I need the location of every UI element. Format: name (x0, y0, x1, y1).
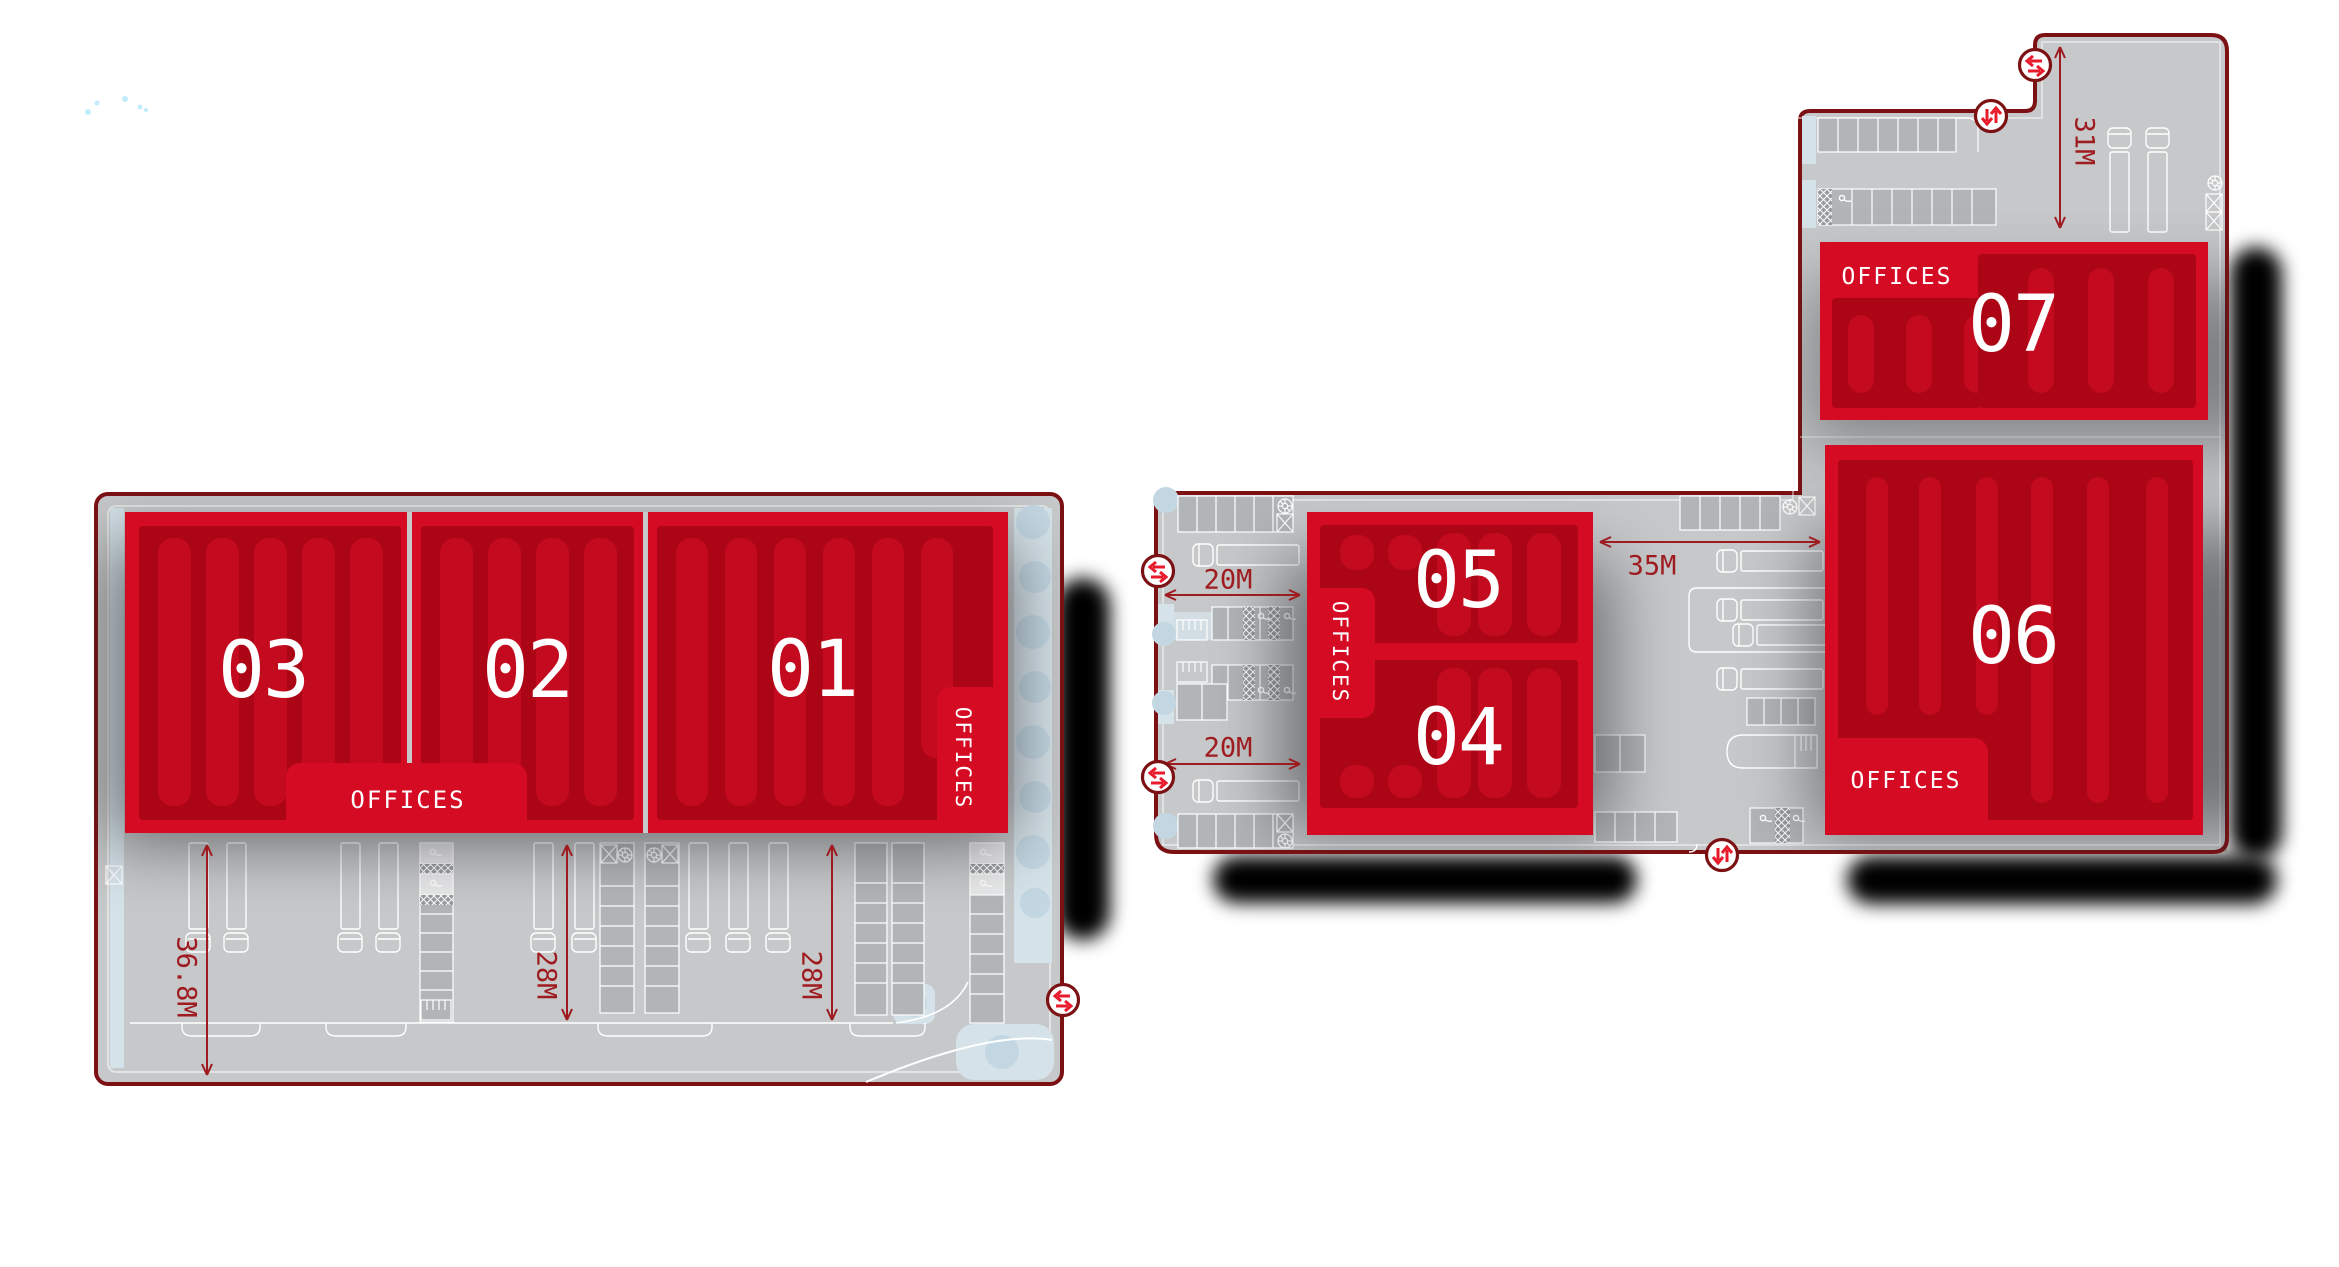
right-complex-side-shadow (2230, 247, 2282, 859)
offices-label-units-03-02: OFFICES (350, 786, 466, 814)
swap-arrows-vertical-icon (1704, 837, 1740, 873)
unit-05-number: 05 (1413, 535, 1505, 626)
unit-07-number: 07 (1968, 279, 2060, 370)
dimension-20m-upper: 20M (1203, 564, 1253, 596)
unit-07-hall-west (1832, 298, 1990, 408)
unit-07-hall-east (1978, 254, 2196, 408)
unit-01-number: 01 (767, 624, 859, 715)
east-yard-markings (1817, 117, 2223, 233)
offices-label-unit-06: OFFICES (1850, 768, 1962, 794)
tree-icons-east (1016, 505, 1051, 918)
right-complex-landscaping (1152, 116, 1816, 839)
offices-label-units-04-05: OFFICES (1328, 600, 1352, 704)
dimension-35m: 35M (1627, 550, 1677, 582)
swap-arrows-horizontal-icon (2017, 47, 2053, 83)
stray-marks (85, 96, 148, 115)
dimension-28m-west: 28M (530, 950, 562, 1000)
dimension-20m-lower: 20M (1203, 732, 1253, 764)
dimension-28m-east: 28M (795, 950, 827, 1000)
right-complex-bottom-shadow-east (1847, 856, 2277, 904)
dimension-36-8m: 36.8M (170, 936, 202, 1018)
dimension-31m: 31M (2068, 116, 2100, 166)
unit-04-number: 04 (1413, 692, 1505, 783)
unit-03-number: 03 (218, 625, 310, 716)
swap-arrows-horizontal-icon (1140, 759, 1176, 795)
left-yard-markings (105, 842, 1005, 1037)
offices-tab-unit-07 (1820, 242, 1978, 298)
offices-label-unit-07: OFFICES (1841, 264, 1953, 290)
left-building-shadow (1056, 578, 1110, 940)
entrance-icons (1045, 47, 2053, 1018)
swap-arrows-vertical-icon (1973, 98, 2009, 134)
unit-07-block[interactable] (1820, 242, 2208, 420)
unit-06-number: 06 (1968, 591, 2060, 682)
dimension-lines (201, 46, 2066, 1076)
unit-02-number: 02 (482, 625, 574, 716)
swap-arrows-horizontal-icon (1140, 553, 1176, 589)
north-yard-markings (1176, 495, 1300, 849)
swap-arrows-horizontal-icon (1045, 982, 1081, 1018)
central-yard-markings (1594, 495, 1840, 853)
offices-label-unit-01: OFFICES (951, 706, 975, 810)
right-complex-bottom-shadow-west (1213, 856, 1637, 903)
